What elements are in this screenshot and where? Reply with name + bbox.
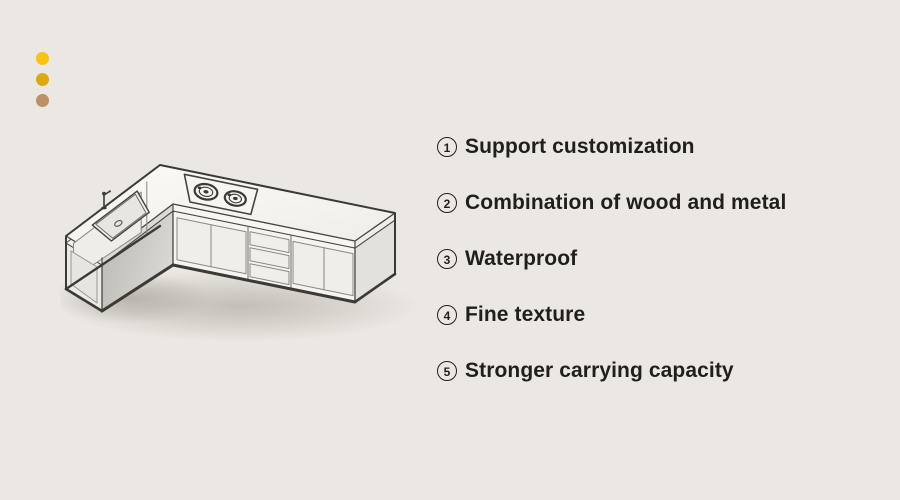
cabinet-doors-left (176, 217, 247, 275)
drawer-stack (249, 231, 290, 286)
burner-right (223, 190, 247, 207)
accent-dot-3 (36, 94, 49, 107)
feature-label: Waterproof (465, 247, 578, 270)
accent-dot-1 (36, 52, 49, 65)
feature-item-2: 2 Combination of wood and metal (437, 189, 786, 217)
accent-dot-2 (36, 73, 49, 86)
feature-number-badge: 2 (437, 193, 457, 213)
kitchen-cabinet-illustration (60, 164, 420, 342)
cooktop (183, 173, 259, 216)
burner-left (193, 182, 219, 201)
accent-dots (36, 52, 49, 107)
feature-label: Support customization (465, 135, 695, 158)
feature-number-badge: 1 (437, 137, 457, 157)
feature-label: Stronger carrying capacity (465, 359, 734, 382)
feature-number-badge: 5 (437, 361, 457, 381)
sink (91, 190, 150, 242)
feature-label: Combination of wood and metal (465, 191, 787, 214)
feature-item-3: 3 Waterproof (437, 245, 786, 273)
cabinet-doors-right (292, 240, 354, 297)
feature-item-4: 4 Fine texture (437, 301, 786, 329)
feature-label: Fine texture (465, 303, 586, 326)
feature-number-badge: 4 (437, 305, 457, 325)
feature-list: 1 Support customization 2 Combination of… (437, 133, 786, 413)
sink-drain (114, 219, 123, 227)
feature-item-5: 5 Stronger carrying capacity (437, 357, 786, 385)
feature-number-badge: 3 (437, 249, 457, 269)
feature-item-1: 1 Support customization (437, 133, 786, 161)
cabinet-drawing (64, 164, 397, 313)
